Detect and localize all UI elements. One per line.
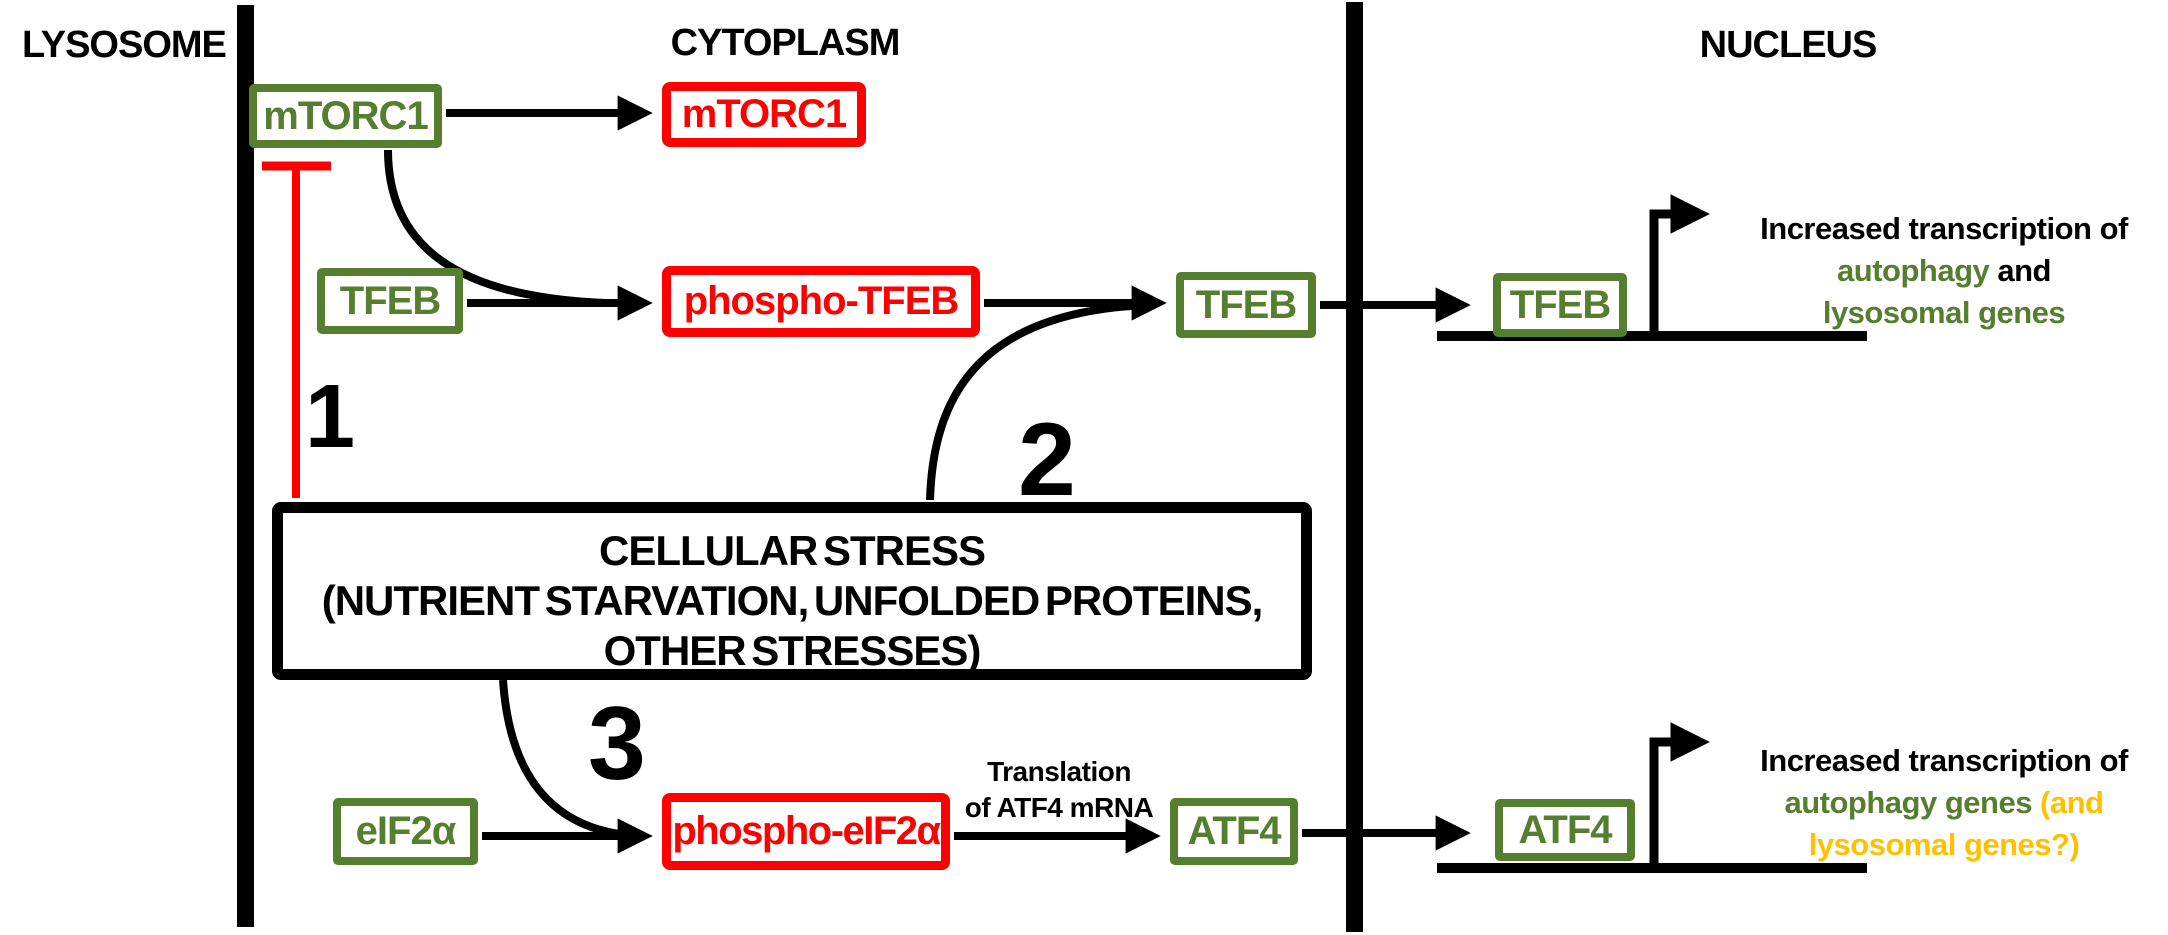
step-number-1: 1 (305, 367, 356, 467)
box-mtorc1-lysosome-label: mTORC1 (263, 93, 428, 138)
box-tfeb-cytoplasm: TFEB (317, 268, 463, 334)
tfeb-transcription-annotation: Increased transcription of autophagy and… (1726, 208, 2162, 334)
box-tfeb-nucleus: TFEB (1493, 273, 1627, 337)
box-eif2a-label: eIF2α (355, 809, 457, 853)
nuclear-membrane (1346, 2, 1363, 932)
box-mtorc1-cytoplasm: mTORC1 (662, 82, 866, 147)
box-atf4-nucleus: ATF4 (1495, 799, 1635, 861)
box-atf4-cytoplasm-label: ATF4 (1187, 809, 1281, 853)
nucleus-label: NUCLEUS (1699, 24, 1878, 66)
stress-line3: OTHER STRESSES) (603, 627, 982, 674)
tfeb-annotation-and: and (1989, 253, 2051, 288)
atf4-annotation-line1-text: Increased transcription of (1760, 743, 2128, 778)
box-phospho-eif2a-label: phospho-eIF2α (672, 809, 941, 853)
tfeb-annotation-autophagy: autophagy (1837, 253, 1990, 288)
atf4-annotation-line2: autophagy genes (and (1726, 782, 2162, 824)
translation-label: Translation of ATF4 mRNA (940, 754, 1178, 826)
tfeb-annotation-line2: autophagy and (1726, 250, 2162, 292)
curve-stress-to-eif2a-phosphorylation (499, 679, 641, 840)
atf4-transcription-arrow (1649, 722, 1710, 864)
stress-line1: CELLULAR STRESS (598, 527, 986, 574)
atf4-gene-line (1437, 863, 1867, 873)
box-eif2a: eIF2α (333, 798, 478, 865)
box-atf4-cytoplasm: ATF4 (1170, 798, 1298, 865)
box-tfeb-dephosphorylated-label: TFEB (1195, 282, 1297, 327)
step-number-3: 3 (588, 686, 646, 802)
box-atf4-nucleus-label: ATF4 (1518, 807, 1612, 852)
box-tfeb-cytoplasm-label: TFEB (339, 278, 441, 323)
stress-line2: (NUTRIENT STARVATION, UNFOLDED PROTEINS, (321, 577, 1264, 624)
lysosome-label: LYSOSOME (22, 24, 227, 66)
box-mtorc1-lysosome: mTORC1 (249, 84, 442, 148)
box-tfeb-dephosphorylated: TFEB (1176, 272, 1316, 338)
box-phospho-tfeb: phospho-TFEB (662, 266, 980, 337)
box-phospho-tfeb-label: phospho-TFEB (683, 279, 960, 323)
curve-mtorc1-to-tfeb-phosphorylation (384, 149, 606, 307)
tfeb-annotation-line3: lysosomal genes (1726, 292, 2162, 334)
box-phospho-eif2a: phospho-eIF2α (662, 793, 950, 870)
atf4-annotation-line3: lysosomal genes?) (1726, 824, 2162, 866)
tfeb-gene-line (1437, 331, 1867, 341)
atf4-annotation-line1: Increased transcription of (1726, 740, 2162, 782)
atf4-annotation-and-open: (and (2031, 785, 2104, 820)
box-tfeb-nucleus-label: TFEB (1509, 282, 1611, 327)
tfeb-transcription-arrow (1649, 194, 1710, 332)
atf4-annotation-lysosomal-genes-q: lysosomal genes?) (1808, 827, 2080, 862)
translation-label-line2: of ATF4 mRNA (964, 792, 1154, 823)
tfeb-annotation-line1: Increased transcription of (1726, 208, 2162, 250)
atf4-transcription-annotation: Increased transcription of autophagy gen… (1726, 740, 2162, 866)
atf4-annotation-autophagy-genes: autophagy genes (1784, 785, 2033, 820)
step-number-2: 2 (1018, 402, 1076, 518)
lysosome-membrane (237, 5, 254, 927)
translation-label-line1: Translation (987, 756, 1131, 787)
curve-stress-to-tfeb-dephosphorylation (926, 301, 1149, 501)
box-mtorc1-cytoplasm-label: mTORC1 (681, 92, 847, 136)
tfeb-annotation-lysosomal-genes: lysosomal genes (1822, 295, 2066, 330)
cytoplasm-label: CYTOPLASM (670, 22, 901, 64)
tfeb-annotation-line1-text: Increased transcription of (1760, 211, 2128, 246)
cellular-stress-box: CELLULAR STRESS (NUTRIENT STARVATION, UN… (272, 502, 1312, 680)
